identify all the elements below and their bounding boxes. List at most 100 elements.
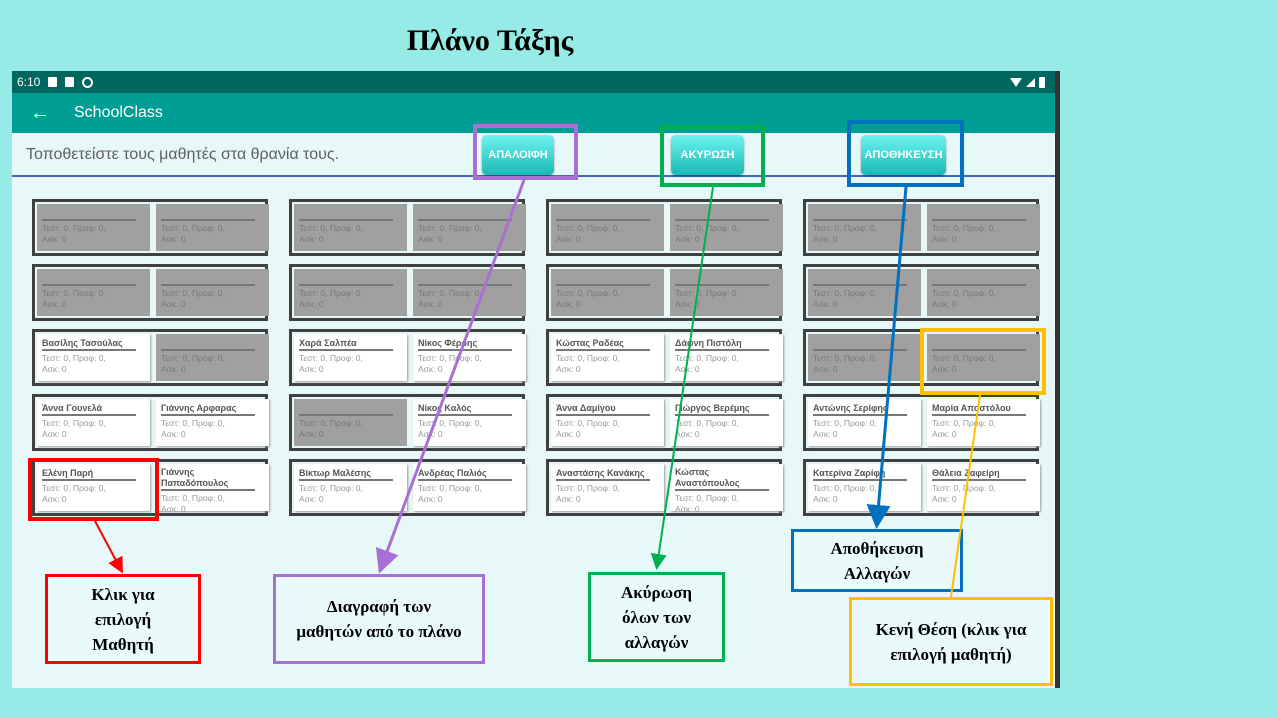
empty-seat[interactable]: Τεστ: 0, Προφ: 0,Ασκ: 0: [670, 269, 783, 316]
empty-seat[interactable]: Τεστ: 0, Προφ: 0,Ασκ: 0: [37, 269, 150, 316]
stats-exercises: Ασκ: 0: [932, 364, 957, 374]
stats-exercises: Ασκ: 0: [418, 234, 443, 244]
student-stats: Τεστ: 0, Προφ: 0,Ασκ: 0: [42, 288, 145, 310]
student-name: Νίκος Φέρρης: [418, 337, 512, 351]
callout-empty-seat: Κενή Θέση (κλικ για επιλογή μαθητή): [849, 597, 1053, 686]
student-stats: Τεστ: 0, Προφ: 0,Ασκ: 0: [42, 353, 145, 375]
clear-button[interactable]: ΑΠΑΛΟΙΦΗ: [482, 135, 554, 175]
stats-exercises: Ασκ: 0: [42, 494, 67, 504]
status-bar: 6:10: [12, 71, 1055, 93]
empty-seat[interactable]: Τεστ: 0, Προφ: 0,Ασκ: 0: [413, 204, 526, 251]
empty-seat[interactable]: Τεστ: 0, Προφ: 0,Ασκ: 0: [156, 269, 269, 316]
student-name: Γιώργος Βερέμης: [675, 402, 769, 416]
stats-tests-oral: Τεστ: 0, Προφ: 0,: [42, 288, 106, 298]
stats-tests-oral: Τεστ: 0, Προφ: 0,: [675, 418, 739, 428]
stats-tests-oral: Τεστ: 0, Προφ: 0,: [675, 288, 739, 298]
empty-seat[interactable]: Τεστ: 0, Προφ: 0,Ασκ: 0: [927, 334, 1040, 381]
student-name: [299, 402, 393, 416]
student-name: [556, 272, 650, 286]
empty-seat[interactable]: Τεστ: 0, Προφ: 0,Ασκ: 0: [156, 334, 269, 381]
stats-exercises: Ασκ: 0: [299, 299, 324, 309]
stats-tests-oral: Τεστ: 0, Προφ: 0,: [813, 223, 877, 233]
student-stats: Τεστ: 0, Προφ: 0,Ασκ: 0: [932, 353, 1035, 375]
stats-exercises: Ασκ: 0: [299, 429, 324, 439]
stats-exercises: Ασκ: 0: [675, 429, 700, 439]
stats-tests-oral: Τεστ: 0, Προφ: 0,: [42, 223, 106, 233]
student-name: [299, 272, 393, 286]
empty-seat[interactable]: Τεστ: 0, Προφ: 0,Ασκ: 0: [551, 269, 664, 316]
student-name: [675, 272, 769, 286]
empty-seat[interactable]: Τεστ: 0, Προφ: 0,Ασκ: 0: [37, 204, 150, 251]
stats-exercises: Ασκ: 0: [161, 429, 186, 439]
empty-seat[interactable]: Τεστ: 0, Προφ: 0,Ασκ: 0: [670, 204, 783, 251]
student-name: Βίκτωρ Μαλέσης: [299, 467, 393, 481]
stats-exercises: Ασκ: 0: [299, 234, 324, 244]
empty-seat[interactable]: Τεστ: 0, Προφ: 0,Ασκ: 0: [808, 204, 921, 251]
status-time: 6:10: [17, 75, 41, 89]
stats-tests-oral: Τεστ: 0, Προφ: 0,: [299, 223, 363, 233]
empty-seat[interactable]: Τεστ: 0, Προφ: 0,Ασκ: 0: [294, 399, 407, 446]
desk: Τεστ: 0, Προφ: 0,Ασκ: 0 Τεστ: 0, Προφ: 0,…: [803, 329, 1040, 386]
student-stats: Τεστ: 0, Προφ: 0,Ασκ: 0: [299, 418, 402, 440]
empty-seat[interactable]: Τεστ: 0, Προφ: 0,Ασκ: 0: [927, 269, 1040, 316]
student-stats: Τεστ: 0, Προφ: 0,Ασκ: 0: [556, 353, 659, 375]
notification-icon: [48, 77, 58, 87]
empty-seat[interactable]: Τεστ: 0, Προφ: 0,Ασκ: 0: [294, 269, 407, 316]
student-name: Κώστας Ραδέας: [556, 337, 650, 351]
empty-seat[interactable]: Τεστ: 0, Προφ: 0,Ασκ: 0: [156, 204, 269, 251]
cancel-button[interactable]: ΑΚΥΡΩΣΗ: [671, 135, 744, 175]
student-name: Νίκος Καλός: [418, 402, 512, 416]
student-name: Ανδρέας Παλιός: [418, 467, 512, 481]
student-stats: Τεστ: 0, Προφ: 0,Ασκ: 0: [556, 288, 659, 310]
stats-exercises: Ασκ: 0: [556, 429, 581, 439]
student-stats: Τεστ: 0, Προφ: 0,Ασκ: 0: [418, 223, 521, 245]
student-name: Άννα Δαμίγου: [556, 402, 650, 416]
empty-seat[interactable]: Τεστ: 0, Προφ: 0,Ασκ: 0: [808, 269, 921, 316]
instruction-text: Τοποθετείστε τους μαθητές στα θρανία του…: [26, 146, 340, 163]
stats-tests-oral: Τεστ: 0, Προφ: 0,: [299, 353, 363, 363]
empty-seat[interactable]: Τεστ: 0, Προφ: 0,Ασκ: 0: [413, 269, 526, 316]
empty-seat[interactable]: Τεστ: 0, Προφ: 0,Ασκ: 0: [551, 204, 664, 251]
student-name: Δάφνη Πιστόλη: [675, 337, 769, 351]
student-name: Γιάννης Παπαδόπουλος: [161, 467, 255, 491]
empty-seat[interactable]: Τεστ: 0, Προφ: 0,Ασκ: 0: [927, 204, 1040, 251]
stats-tests-oral: Τεστ: 0, Προφ: 0,: [299, 288, 363, 298]
stats-exercises: Ασκ: 0: [675, 504, 700, 514]
student-name: [42, 207, 136, 221]
student-name: [675, 207, 769, 221]
student-name: [932, 272, 1026, 286]
empty-seat[interactable]: Τεστ: 0, Προφ: 0,Ασκ: 0: [294, 204, 407, 251]
stats-tests-oral: Τεστ: 0, Προφ: 0,: [161, 493, 225, 503]
save-button[interactable]: ΑΠΟΘΗΚΕΥΣΗ: [861, 135, 946, 175]
student-stats: Τεστ: 0, Προφ: 0,Ασκ: 0: [813, 288, 916, 310]
desk: Τεστ: 0, Προφ: 0,Ασκ: 0 Τεστ: 0, Προφ: 0,…: [803, 264, 1040, 321]
back-arrow-icon[interactable]: ←: [30, 101, 50, 124]
empty-seat[interactable]: Τεστ: 0, Προφ: 0,Ασκ: 0: [808, 334, 921, 381]
